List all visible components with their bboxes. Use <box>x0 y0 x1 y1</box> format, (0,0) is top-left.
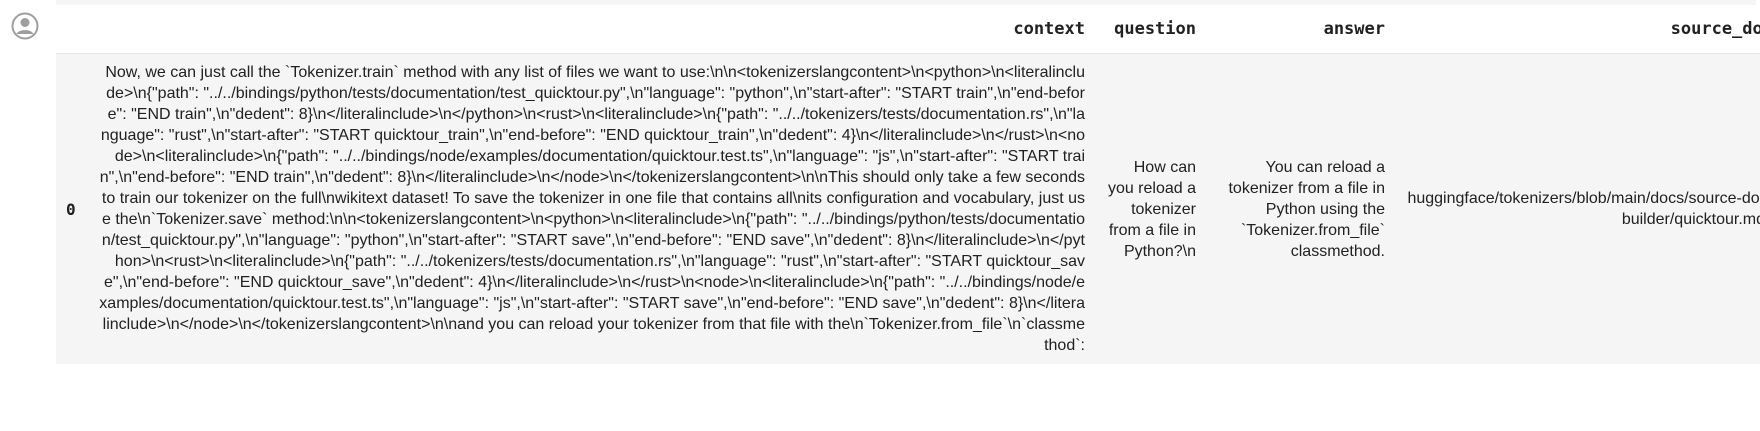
header-row: context question answer source_doc <box>56 5 1760 54</box>
table-body: 0 Now, we can just call the `Tokenizer.t… <box>56 53 1760 364</box>
user-avatar-icon[interactable] <box>11 12 39 40</box>
question-cell: How can you reload a tokenizer from a fi… <box>1096 53 1207 364</box>
index-header <box>56 5 91 54</box>
source-doc-cell: huggingface/tokenizers/blob/main/docs/so… <box>1396 53 1760 364</box>
column-header-context: context <box>91 5 1096 54</box>
row-index: 0 <box>56 53 91 364</box>
output-top-strip <box>56 0 1756 5</box>
context-cell: Now, we can just call the `Tokenizer.tra… <box>91 53 1096 364</box>
column-header-answer: answer <box>1207 5 1396 54</box>
column-header-source-doc: source_doc <box>1396 5 1760 54</box>
table-header: context question answer source_doc <box>56 5 1760 54</box>
dataframe-table: context question answer source_doc 0 Now… <box>56 5 1760 364</box>
answer-cell: You can reload a tokenizer from a file i… <box>1207 53 1396 364</box>
table-row: 0 Now, we can just call the `Tokenizer.t… <box>56 53 1760 364</box>
dataframe-output: context question answer source_doc 0 Now… <box>56 5 1760 431</box>
column-header-question: question <box>1096 5 1207 54</box>
